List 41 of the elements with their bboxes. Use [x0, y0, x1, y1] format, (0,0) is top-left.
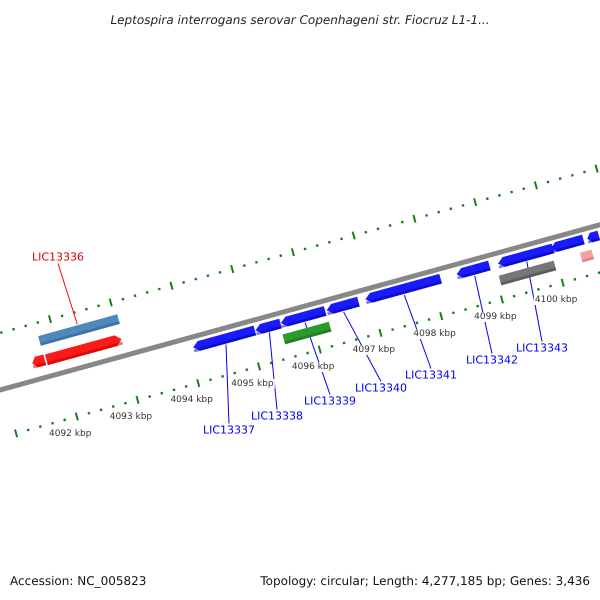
title: Leptospira interrogans serovar Copenhageni str. Fiocruz L1-1...: [110, 13, 490, 27]
gene-block: [548, 234, 584, 254]
feature-bar: [498, 260, 557, 286]
leader-line: [404, 294, 432, 369]
scale-label: 4097 kbp: [352, 345, 396, 356]
gene-label: LIC13341: [404, 368, 458, 382]
gene-block: [324, 296, 360, 316]
gene-label: LIC13336: [32, 250, 84, 264]
footer-text: Accession: NC_005823: [10, 574, 146, 588]
feature-bar: [282, 322, 332, 345]
gene-block: [455, 260, 491, 280]
leader-line: [343, 311, 382, 382]
gene-block: [586, 230, 600, 244]
gene-label: LIC13339: [304, 394, 356, 408]
gene-block: [496, 243, 554, 268]
gene-label: LIC13338: [250, 410, 304, 422]
gene-block: [254, 318, 282, 335]
gene-label: LIC13340: [354, 382, 408, 394]
scale-label: 4093 kbp: [108, 412, 154, 422]
scale-label: 4095 kbp: [230, 378, 275, 389]
gene-block: [364, 274, 442, 305]
leader-line: [268, 332, 278, 410]
scale-label: 4092 kbp: [48, 428, 92, 439]
scale-label: 4100 kbp: [534, 295, 578, 306]
gene-label: LIC13343: [516, 342, 568, 354]
leader-line: [58, 263, 78, 325]
gene-block: [280, 306, 327, 328]
leader-line: [226, 344, 230, 424]
footer-text: Topology: circular; Length: 4,277,185 bp; Genes: 3,436: [260, 574, 590, 588]
scale-label: 4099 kbp: [473, 312, 518, 322]
gene-label: LIC13342: [466, 354, 518, 366]
gene-label: LIC13337: [202, 424, 256, 436]
scale-label: 4096 kbp: [290, 362, 336, 372]
scale-label: 4094 kbp: [169, 395, 214, 406]
gene-block: [45, 334, 124, 365]
scale-label: 4098 kbp: [412, 328, 457, 339]
gene-block: [31, 354, 47, 369]
leader-line: [474, 275, 492, 354]
feature-bar: [579, 250, 594, 263]
gene-block: [192, 325, 257, 352]
feature-bar: [38, 314, 120, 346]
